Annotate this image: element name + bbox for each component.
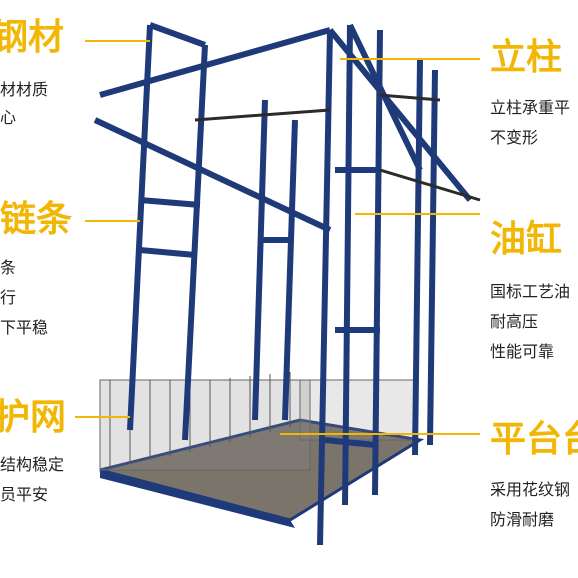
label-right-cylinder-title: 油缸 bbox=[490, 219, 563, 260]
label-left-chain-line-2: 行 bbox=[0, 288, 17, 307]
leader-line-left-2 bbox=[85, 220, 140, 222]
label-left-chain-line-1: 条 bbox=[0, 258, 17, 277]
guard-net bbox=[99, 372, 416, 471]
leader-line-left-3 bbox=[75, 416, 130, 418]
label-right-platform-line-1: 采用花纹钢 bbox=[490, 480, 571, 499]
label-left-steel-line-2: 心 bbox=[0, 108, 17, 127]
label-left-guard-title: 护网 bbox=[0, 397, 67, 438]
label-left-steel-title: 钢材 bbox=[0, 17, 65, 58]
label-left-guard-line-2: 员平安 bbox=[0, 485, 49, 504]
leader-line-left-1 bbox=[85, 40, 150, 42]
frame-structure bbox=[93, 22, 473, 546]
label-right-platform-title: 平台台 bbox=[490, 419, 578, 460]
label-left-guard-line-1: 结构稳定 bbox=[0, 455, 65, 474]
label-right-cylinder-line-2: 耐高压 bbox=[490, 312, 539, 331]
label-right-column-line-2: 不变形 bbox=[490, 128, 539, 147]
label-right-platform-line-2: 防滑耐磨 bbox=[490, 510, 555, 529]
label-left-steel-line-1: 材材质 bbox=[0, 80, 49, 99]
leader-line-right-2 bbox=[355, 213, 480, 215]
label-right-column-title: 立柱 bbox=[490, 37, 563, 78]
label-left-chain-line-3: 下平稳 bbox=[0, 318, 49, 337]
leader-line-right-3 bbox=[280, 433, 480, 435]
label-right-cylinder-line-1: 国标工艺油 bbox=[490, 282, 571, 301]
frame-thin-beams bbox=[194, 93, 481, 202]
platform-floor-shade bbox=[100, 470, 295, 528]
label-left-chain-title: 链条 bbox=[0, 199, 73, 240]
label-right-cylinder-line-3: 性能可靠 bbox=[490, 342, 555, 361]
label-right-column-line-1: 立柱承重平 bbox=[490, 98, 571, 117]
leader-line-right-1 bbox=[340, 58, 480, 60]
